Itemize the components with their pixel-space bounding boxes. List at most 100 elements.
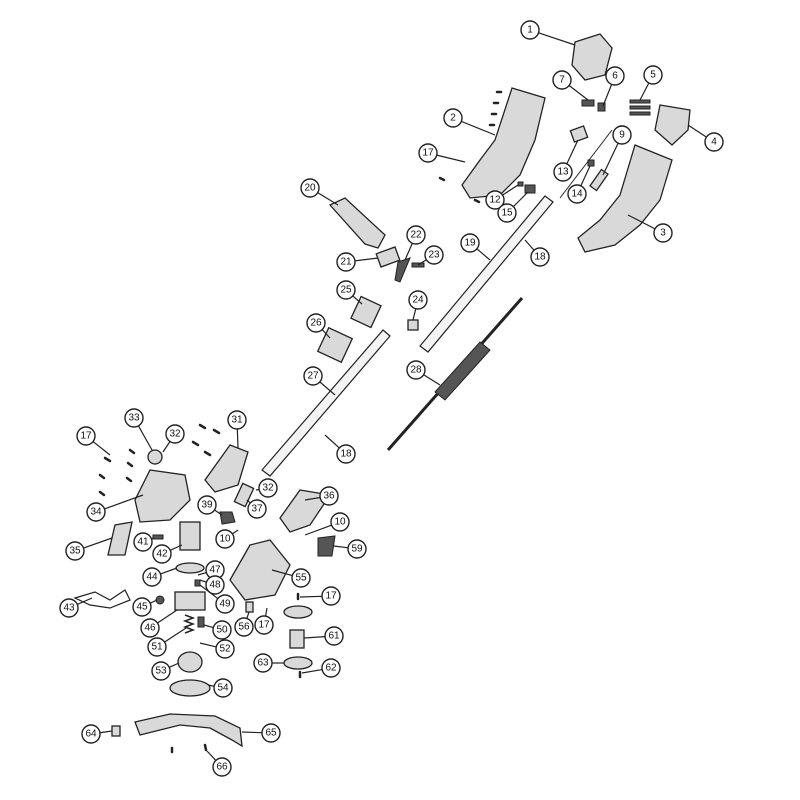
callout-23: 23 — [417, 245, 444, 266]
part-43 — [73, 589, 131, 609]
callout-circle — [324, 626, 344, 646]
part-53 — [177, 651, 203, 673]
part-gear — [283, 605, 313, 619]
callout-circle — [261, 723, 281, 743]
callout-53: 53 — [151, 661, 180, 681]
part-25 — [350, 295, 382, 329]
leader-line — [304, 524, 332, 536]
callout-circle — [212, 620, 232, 640]
callout-20: 20 — [300, 178, 339, 206]
callout-circle — [424, 245, 444, 265]
leader-line — [157, 609, 178, 624]
callout-6: 6 — [602, 66, 625, 107]
leader-line — [423, 374, 441, 386]
part-3 — [577, 144, 673, 253]
callout-label: 52 — [219, 644, 231, 655]
callout-9: 9 — [602, 125, 632, 176]
callout-label: 4 — [711, 137, 717, 148]
callout-label: 49 — [219, 599, 231, 610]
leader-line — [199, 642, 217, 648]
leader-line — [352, 295, 363, 305]
leader-line — [199, 579, 207, 583]
callout-label: 13 — [557, 167, 569, 178]
callout-circle — [215, 594, 235, 614]
callout-circle — [408, 290, 428, 310]
callout-label: 33 — [128, 413, 140, 424]
callout-17: 17 — [76, 426, 111, 456]
part-1 — [571, 33, 613, 81]
callout-circle — [303, 366, 323, 386]
leader-line — [236, 428, 239, 449]
callout-circle — [76, 426, 96, 446]
callout-label: 17 — [325, 591, 337, 602]
callout-label: 1 — [527, 25, 533, 36]
callout-label: 35 — [69, 546, 81, 557]
callout-label: 32 — [169, 429, 181, 440]
callout-circle — [65, 541, 85, 561]
callout-circle — [234, 617, 254, 637]
callout-circle — [151, 661, 171, 681]
callout-label: 10 — [219, 534, 231, 545]
callout-17: 17 — [418, 143, 466, 163]
callout-circle — [306, 313, 326, 333]
callout-7: 7 — [552, 70, 589, 101]
leader-line — [436, 154, 466, 163]
callout-circle — [612, 125, 632, 145]
callout-34: 34 — [86, 494, 144, 522]
leader-line — [417, 259, 427, 266]
callout-39: 39 — [197, 495, 223, 516]
callout-56: 56 — [234, 611, 254, 637]
part-35 — [107, 521, 133, 556]
callout-2: 2 — [443, 108, 496, 136]
callout-label: 6 — [612, 71, 618, 82]
leader-line — [77, 597, 93, 605]
callout-circle — [132, 597, 152, 617]
callout-circle — [485, 190, 505, 210]
callout-label: 25 — [340, 285, 352, 296]
callout-circle — [205, 575, 225, 595]
part-20 — [328, 197, 386, 249]
callout-4: 4 — [687, 124, 724, 152]
leader-line — [232, 529, 239, 535]
callout-26: 26 — [306, 313, 331, 339]
callout-28: 28 — [406, 360, 441, 386]
callout-circle — [530, 247, 550, 267]
callout-label: 31 — [231, 415, 243, 426]
part-46 — [174, 591, 206, 611]
part-27 — [261, 329, 391, 477]
callout-label: 10 — [334, 517, 346, 528]
callout-label: 54 — [217, 683, 229, 694]
leader-line — [246, 611, 250, 619]
callout-circle — [704, 132, 724, 152]
callout-label: 22 — [410, 230, 422, 241]
leader-line — [566, 139, 579, 165]
callout-circle — [552, 70, 572, 90]
callout-label: 17 — [422, 148, 434, 159]
callout-19: 19 — [460, 233, 491, 261]
callout-circle — [247, 499, 267, 519]
leader-line — [199, 584, 219, 600]
callout-circle — [567, 184, 587, 204]
leader-line — [99, 730, 113, 734]
callout-circle — [336, 252, 356, 272]
callout-circle — [215, 529, 235, 549]
part-5 — [629, 99, 651, 116]
leader-line — [169, 544, 183, 551]
callout-circle — [321, 586, 341, 606]
part-66 — [203, 743, 208, 752]
callout-label: 46 — [144, 623, 156, 634]
callout-label: 37 — [251, 504, 263, 515]
callout-circle — [59, 598, 79, 618]
part-7 — [581, 99, 595, 107]
callout-label: 18 — [340, 449, 352, 460]
part-61 — [289, 629, 305, 649]
part-14 — [587, 159, 595, 167]
callout-label: 26 — [310, 318, 322, 329]
callout-label: 50 — [216, 625, 228, 636]
callout-33: 33 — [124, 408, 153, 451]
part-45 — [155, 595, 165, 605]
callout-13: 13 — [553, 139, 579, 182]
callout-label: 64 — [85, 729, 97, 740]
